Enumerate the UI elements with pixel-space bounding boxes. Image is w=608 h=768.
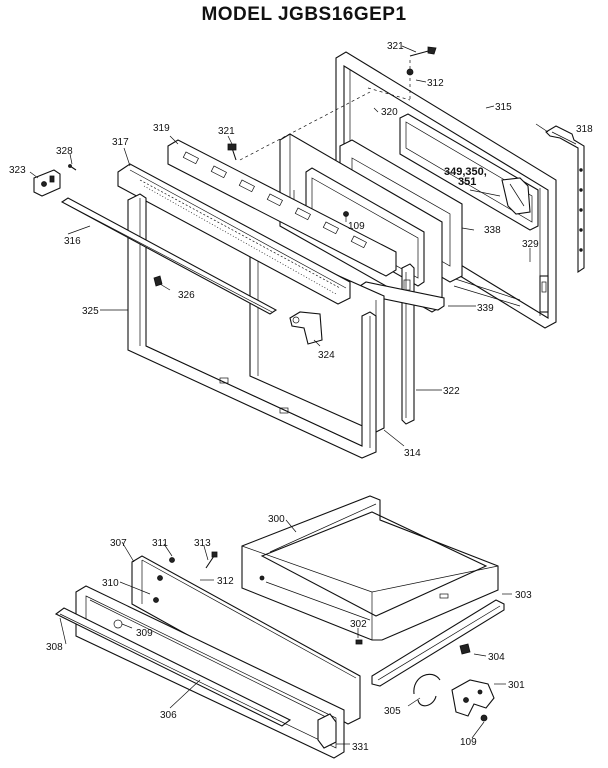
label-324: 324	[318, 350, 335, 361]
label-309: 309	[136, 628, 153, 639]
screw-109-bottom	[480, 714, 488, 722]
door-assembly: 321 312 315 318 320 319 321 317 328 323 …	[9, 41, 593, 459]
label-326: 326	[178, 290, 195, 301]
label-300: 300	[268, 514, 285, 525]
label-315: 315	[495, 102, 512, 113]
label-301: 301	[508, 680, 525, 691]
label-349-350: 349,350,	[444, 166, 487, 178]
drawer-part-labels: 300 307 311 313 312 310 309 308 306 303 …	[46, 514, 532, 753]
top-trim-317	[117, 163, 351, 305]
label-316: 316	[64, 236, 81, 247]
label-331: 331	[352, 742, 369, 753]
label-322: 322	[443, 386, 460, 397]
drawer-front-307	[131, 555, 361, 725]
door-part-labels: 321 312 315 318 320 319 321 317 328 323 …	[9, 41, 593, 459]
clip-326	[153, 275, 163, 287]
screw-321-top	[367, 46, 437, 101]
label-329: 329	[522, 239, 539, 250]
label-351: 351	[458, 176, 476, 188]
label-319: 319	[153, 123, 170, 134]
label-304: 304	[488, 652, 505, 663]
label-302: 302	[350, 619, 367, 630]
latch-324	[289, 311, 323, 345]
screw-328	[68, 164, 77, 171]
door-leader-lines	[29, 45, 549, 447]
screw-321-middle	[227, 91, 371, 161]
door-frame-325	[127, 193, 377, 459]
drawer-assembly: 300 307 311 313 312 310 309 308 306 303 …	[46, 495, 532, 759]
label-338: 338	[484, 225, 501, 236]
label-312-bottom: 312	[217, 576, 234, 587]
end-cap-331	[317, 713, 337, 749]
label-328: 328	[56, 146, 73, 157]
diagram-title: MODEL JGBS16GEP1	[201, 4, 407, 25]
label-325: 325	[82, 306, 99, 317]
roller-304	[459, 643, 471, 655]
spring-305	[413, 673, 441, 707]
bracket-301	[451, 679, 495, 717]
label-313: 313	[194, 538, 211, 549]
label-321-middle: 321	[218, 126, 235, 137]
label-314: 314	[404, 448, 421, 459]
screw-311	[169, 557, 175, 563]
label-310: 310	[102, 578, 119, 589]
label-312-top: 312	[427, 78, 444, 89]
label-308: 308	[46, 642, 63, 653]
label-303: 303	[515, 590, 532, 601]
label-317: 317	[112, 137, 129, 148]
label-311: 311	[152, 538, 168, 549]
label-318: 318	[576, 124, 593, 135]
vent-trim-319	[167, 139, 397, 277]
side-bracket-322	[401, 263, 415, 425]
screw-313	[205, 551, 218, 569]
label-109-top: 109	[348, 221, 365, 232]
label-320: 320	[381, 107, 398, 118]
door-rod-316	[60, 197, 278, 315]
drawer-leader-lines	[59, 519, 512, 745]
label-109-bottom: 109	[460, 737, 477, 748]
label-321-top: 321	[387, 41, 404, 52]
label-306: 306	[160, 710, 177, 721]
side-rail-303	[371, 599, 505, 687]
bracket-323	[33, 169, 61, 197]
label-305: 305	[384, 706, 401, 717]
label-339: 339	[477, 303, 494, 314]
drawer-body-300	[241, 495, 499, 641]
label-323: 323	[9, 165, 26, 176]
roller-302	[355, 639, 363, 645]
drawer-handle-308	[54, 607, 292, 727]
label-307: 307	[110, 538, 127, 549]
door-hinge-strip	[545, 125, 585, 274]
